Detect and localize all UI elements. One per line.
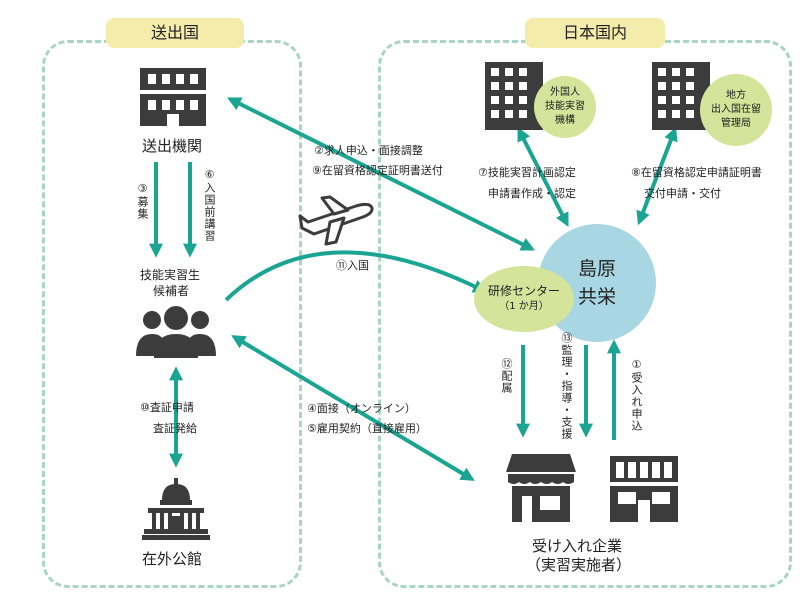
step-13-label: ⑬監理・指導・支援 [560, 332, 573, 440]
training-org-label-2: 技能実習 [545, 101, 585, 112]
immigration-label-1: 地方 [726, 90, 746, 101]
step-3-label: ③募集 [136, 182, 149, 220]
training-center-label-2: （1 か月） [499, 301, 549, 312]
arrow-8 [636, 126, 678, 226]
training-org-label-3: 機構 [555, 115, 575, 126]
step-12-label: ⑫配属 [500, 358, 513, 394]
japan-tag: 日本国内 [525, 18, 665, 48]
step-5-label: ⑤雇用契約（直接雇用） [307, 422, 427, 435]
candidates-label-1: 技能実習生 [140, 268, 201, 282]
step-11-label: ⑪入国 [336, 259, 369, 272]
immigration-label-2: 出入国在留 [711, 104, 761, 115]
step-10a-label: ⑩査証申請 [140, 401, 194, 414]
arrow-2-9 [226, 97, 536, 251]
embassy-label: 在外公館 [142, 550, 203, 568]
people-group-icon [136, 306, 216, 358]
training-center-node: 研修センター （1 か月） [474, 266, 574, 332]
training-org-node: 外国人 技能実習 機構 [534, 76, 596, 138]
office-building-icon [485, 62, 543, 130]
training-org-label-1: 外国人 [550, 87, 580, 98]
step-1-label: ①受入れ申込 [630, 358, 643, 432]
immigration-node: 地方 出入国在留 管理局 [700, 74, 772, 146]
sending-country-tag: 送出国 [106, 18, 244, 48]
step-8b-label: 交付申請・交付 [644, 187, 721, 200]
step-8a-label: ⑧在留資格認定申請証明書 [631, 166, 762, 179]
building-icon [140, 68, 206, 126]
step-6-label: ⑥入国前講習 [203, 168, 216, 242]
step-9-label: ⑨在留資格認定証明書送付 [312, 164, 443, 177]
training-center-label-1: 研修センター [487, 284, 560, 298]
step-7a-label: ⑦技能実習計画認定 [478, 166, 576, 179]
embassy-icon [142, 478, 210, 540]
shop-awning-icon [506, 454, 576, 522]
airplane-icon [298, 195, 374, 246]
candidates-label-2: 候補者 [153, 284, 190, 298]
shimabara-label-1: 島原 [577, 258, 616, 280]
company-label-1: 受け入れ企業 [532, 537, 623, 555]
step-7b-label: 申請書作成・認定 [488, 187, 576, 200]
arrow-7 [517, 127, 569, 227]
arrow-4-5 [231, 335, 475, 481]
step-4-label: ④面接（オンライン） [307, 402, 416, 415]
storefront-icon [610, 456, 678, 522]
step-10b-label: 査証発給 [153, 422, 197, 435]
step-2-label: ②求人申込・面接調整 [314, 144, 423, 157]
immigration-label-3: 管理局 [721, 118, 751, 129]
sending-org-label: 送出機関 [142, 137, 203, 155]
company-label-2: （実習実施者） [526, 556, 632, 574]
arrow-11 [224, 250, 488, 302]
shimabara-label-2: 共栄 [577, 286, 616, 308]
